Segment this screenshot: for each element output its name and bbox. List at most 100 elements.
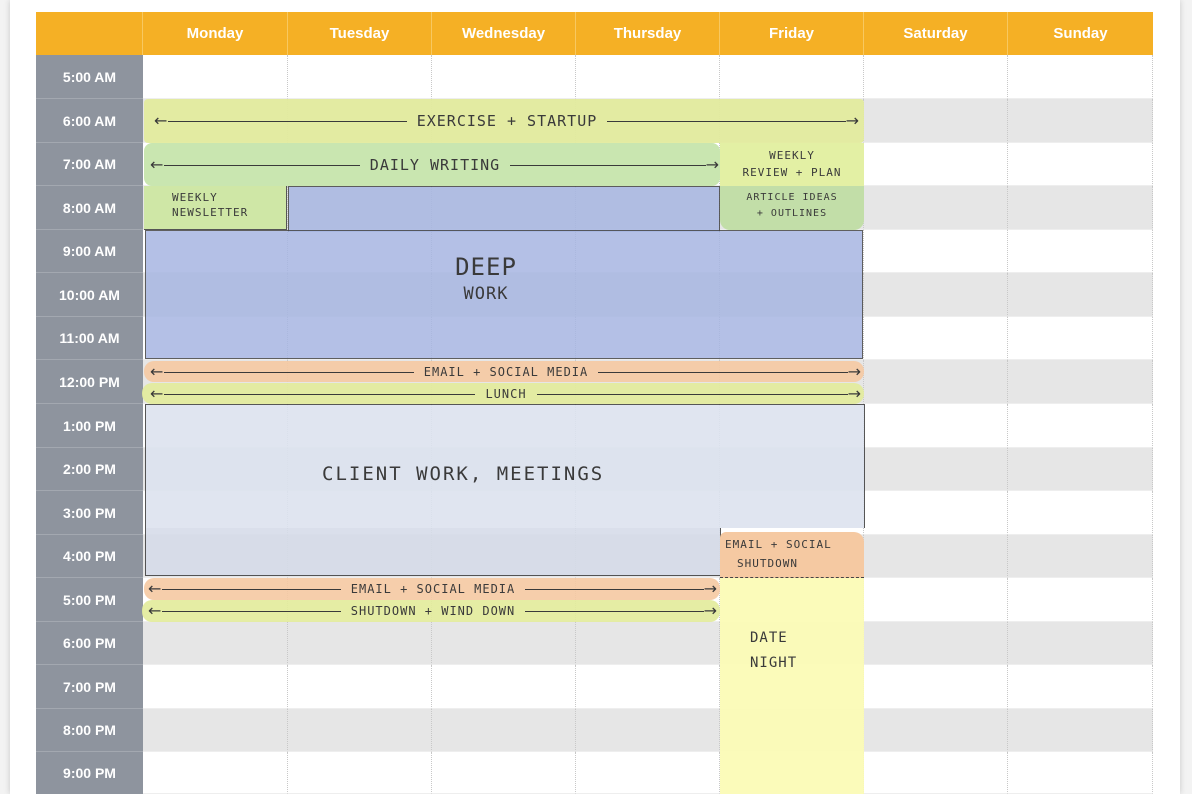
calendar-cell[interactable] (432, 622, 576, 665)
calendar-cell[interactable] (864, 665, 1008, 709)
calendar-cell[interactable] (1008, 360, 1153, 404)
exercise-arrow: ← EXERCISE + STARTUP → (154, 110, 860, 132)
calendar-cell[interactable] (1008, 709, 1153, 752)
calendar-cell[interactable] (432, 752, 576, 794)
day-header-sunday: Sunday (1008, 12, 1153, 55)
calendar-cell[interactable] (864, 186, 1008, 230)
calendar-cell[interactable] (864, 491, 1008, 535)
arrow-left-icon: ← (150, 362, 165, 381)
calendar-cell[interactable] (432, 55, 576, 99)
block-client-work[interactable] (145, 404, 865, 528)
shutdown-label: SHUTDOWN + WIND DOWN (350, 604, 516, 618)
calendar-cell[interactable] (1008, 491, 1153, 535)
calendar-cell[interactable] (288, 55, 432, 99)
calendar-cell[interactable] (1008, 230, 1153, 273)
calendar-cell[interactable] (143, 752, 288, 794)
calendar-cell[interactable] (864, 273, 1008, 317)
email-evening-arrow: ← EMAIL + SOCIAL MEDIA → (148, 580, 718, 598)
time-label: 12:00 PM (36, 360, 143, 404)
email-noon-label: EMAIL + SOCIAL MEDIA (423, 365, 589, 379)
calendar-cell[interactable] (864, 404, 1008, 448)
calendar-cell[interactable] (864, 317, 1008, 360)
calendar-cell[interactable] (432, 709, 576, 752)
time-label: 1:00 PM (36, 404, 143, 448)
time-label: 8:00 AM (36, 186, 143, 230)
calendar-cell[interactable] (288, 665, 432, 709)
block-article-ideas[interactable]: ARTICLE IDEAS + OUTLINES (720, 186, 864, 230)
block-email-noon[interactable] (144, 361, 864, 382)
calendar-cell[interactable] (864, 448, 1008, 491)
calendar-cell[interactable] (1008, 99, 1153, 143)
time-label: 7:00 AM (36, 143, 143, 186)
block-date-night[interactable] (720, 578, 864, 794)
arrow-right-icon: → (845, 111, 860, 130)
calendar-cell[interactable] (1008, 404, 1153, 448)
block-email-evening[interactable] (144, 578, 720, 600)
time-label: 2:00 PM (36, 448, 143, 491)
calendar-cell[interactable] (1008, 752, 1153, 794)
block-deep-work[interactable] (145, 230, 863, 359)
block-friday-email-shutdown[interactable]: EMAIL + SOCIAL SHUTDOWN (720, 532, 864, 578)
calendar-cell[interactable] (288, 752, 432, 794)
day-header-friday: Friday (720, 12, 864, 55)
arrow-left-icon: ← (150, 384, 165, 403)
block-weekly-newsletter[interactable]: WEEKLY NEWSLETTER (144, 186, 287, 230)
calendar-cell[interactable] (864, 99, 1008, 143)
calendar-cell[interactable] (864, 143, 1008, 186)
calendar-cell[interactable] (576, 622, 720, 665)
article-line1: ARTICLE IDEAS (746, 192, 838, 203)
calendar-cell[interactable] (1008, 578, 1153, 622)
calendar-cell[interactable] (143, 665, 288, 709)
calendar-cell[interactable] (1008, 535, 1153, 578)
calendar-cell[interactable] (1008, 186, 1153, 230)
calendar-cell[interactable] (720, 55, 864, 99)
calendar-cell[interactable] (1008, 665, 1153, 709)
arrow-right-icon: → (703, 579, 718, 598)
calendar-cell[interactable] (1008, 273, 1153, 317)
calendar-cell[interactable] (1008, 55, 1153, 99)
calendar-cell[interactable] (864, 752, 1008, 794)
day-header-tuesday: Tuesday (288, 12, 432, 55)
calendar-cell[interactable] (864, 622, 1008, 665)
block-weekly-review[interactable]: WEEKLY REVIEW + PLAN (720, 143, 864, 186)
calendar-cell[interactable] (576, 55, 720, 99)
exercise-label: EXERCISE + STARTUP (416, 112, 598, 130)
calendar-cell[interactable] (288, 709, 432, 752)
article-line2: + OUTLINES (756, 208, 828, 219)
client-work-label: CLIENT WORK, MEETINGS (322, 463, 605, 485)
date-night-line1: DATE (750, 630, 788, 646)
calendar-cell[interactable] (576, 709, 720, 752)
calendar-cell[interactable] (143, 622, 288, 665)
calendar-cell[interactable] (432, 665, 576, 709)
calendar-cell[interactable] (864, 230, 1008, 273)
calendar-cell[interactable] (864, 55, 1008, 99)
header-corner (36, 12, 143, 55)
time-label: 9:00 AM (36, 230, 143, 273)
calendar-cell[interactable] (576, 752, 720, 794)
calendar-cell[interactable] (864, 578, 1008, 622)
calendar-cell[interactable] (1008, 448, 1153, 491)
block-deep-work-top[interactable] (288, 186, 720, 232)
calendar-cell[interactable] (1008, 143, 1153, 186)
time-label: 4:00 PM (36, 535, 143, 578)
calendar-cell[interactable] (864, 360, 1008, 404)
block-client-work-bottom[interactable] (145, 528, 721, 576)
calendar-cell[interactable] (720, 317, 864, 360)
weekly-schedule-grid: Monday Tuesday Wednesday Thursday Friday… (36, 12, 1153, 794)
writing-label: DAILY WRITING (369, 156, 501, 174)
calendar-cell[interactable] (1008, 622, 1153, 665)
email-noon-arrow: ← EMAIL + SOCIAL MEDIA → (150, 363, 862, 381)
calendar-cell[interactable] (288, 622, 432, 665)
time-label: 5:00 PM (36, 578, 143, 622)
calendar-cell[interactable] (864, 535, 1008, 578)
calendar-cell[interactable] (864, 709, 1008, 752)
calendar-cell[interactable] (143, 55, 288, 99)
time-label: 10:00 AM (36, 273, 143, 317)
block-lunch[interactable] (142, 383, 864, 404)
calendar-cell[interactable] (143, 709, 288, 752)
calendar-cell[interactable] (1008, 317, 1153, 360)
time-label: 8:00 PM (36, 709, 143, 752)
date-night-line2: NIGHT (750, 655, 798, 671)
block-shutdown[interactable] (142, 600, 720, 622)
calendar-cell[interactable] (576, 665, 720, 709)
